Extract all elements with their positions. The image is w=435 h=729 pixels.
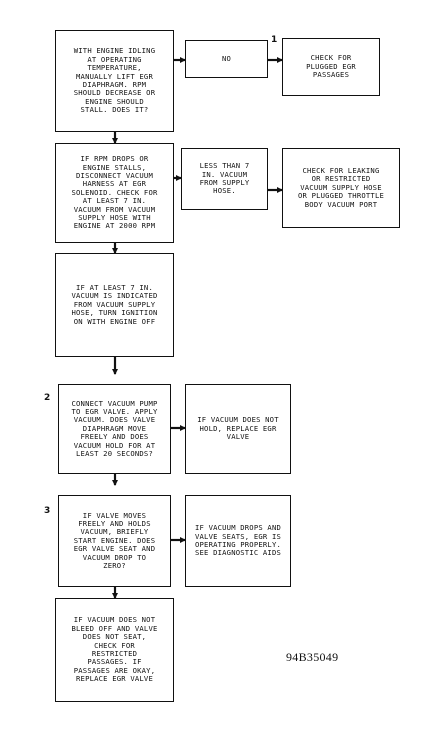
- step6-restricted-passages-box: IF VACUUM DOES NOT BLEED OFF AND VALVE D…: [55, 598, 174, 702]
- check-plugged-egr-box: CHECK FOR PLUGGED EGR PASSAGES: [282, 38, 380, 96]
- step-number-2: 2: [44, 393, 51, 403]
- less-than-7-box: LESS THAN 7 IN. VACUUM FROM SUPPLY HOSE.: [181, 148, 268, 210]
- replace-egr-valve-box: IF VACUUM DOES NOT HOLD, REPLACE EGR VAL…: [185, 384, 291, 474]
- step-number-1: 1: [271, 35, 278, 45]
- step-number-3: 3: [44, 506, 51, 516]
- check-leaking-hose-box: CHECK FOR LEAKING OR RESTRICTED VACUUM S…: [282, 148, 400, 228]
- step4-vacuum-pump-box: CONNECT VACUUM PUMP TO EGR VALVE. APPLY …: [58, 384, 171, 474]
- no-answer-box: NO: [185, 40, 268, 78]
- document-id: 94B35049: [286, 650, 339, 664]
- step3-ignition-box: IF AT LEAST 7 IN. VACUUM IS INDICATED FR…: [55, 253, 174, 357]
- egr-operating-properly-box: IF VACUUM DROPS AND VALVE SEATS, EGR IS …: [185, 495, 291, 587]
- step5-start-engine-box: IF VALVE MOVES FREELY AND HOLDS VACUUM, …: [58, 495, 171, 587]
- step1-question-box: WITH ENGINE IDLING AT OPERATING TEMPERAT…: [55, 30, 174, 132]
- step2-question-box: IF RPM DROPS OR ENGINE STALLS, DISCONNEC…: [55, 143, 174, 243]
